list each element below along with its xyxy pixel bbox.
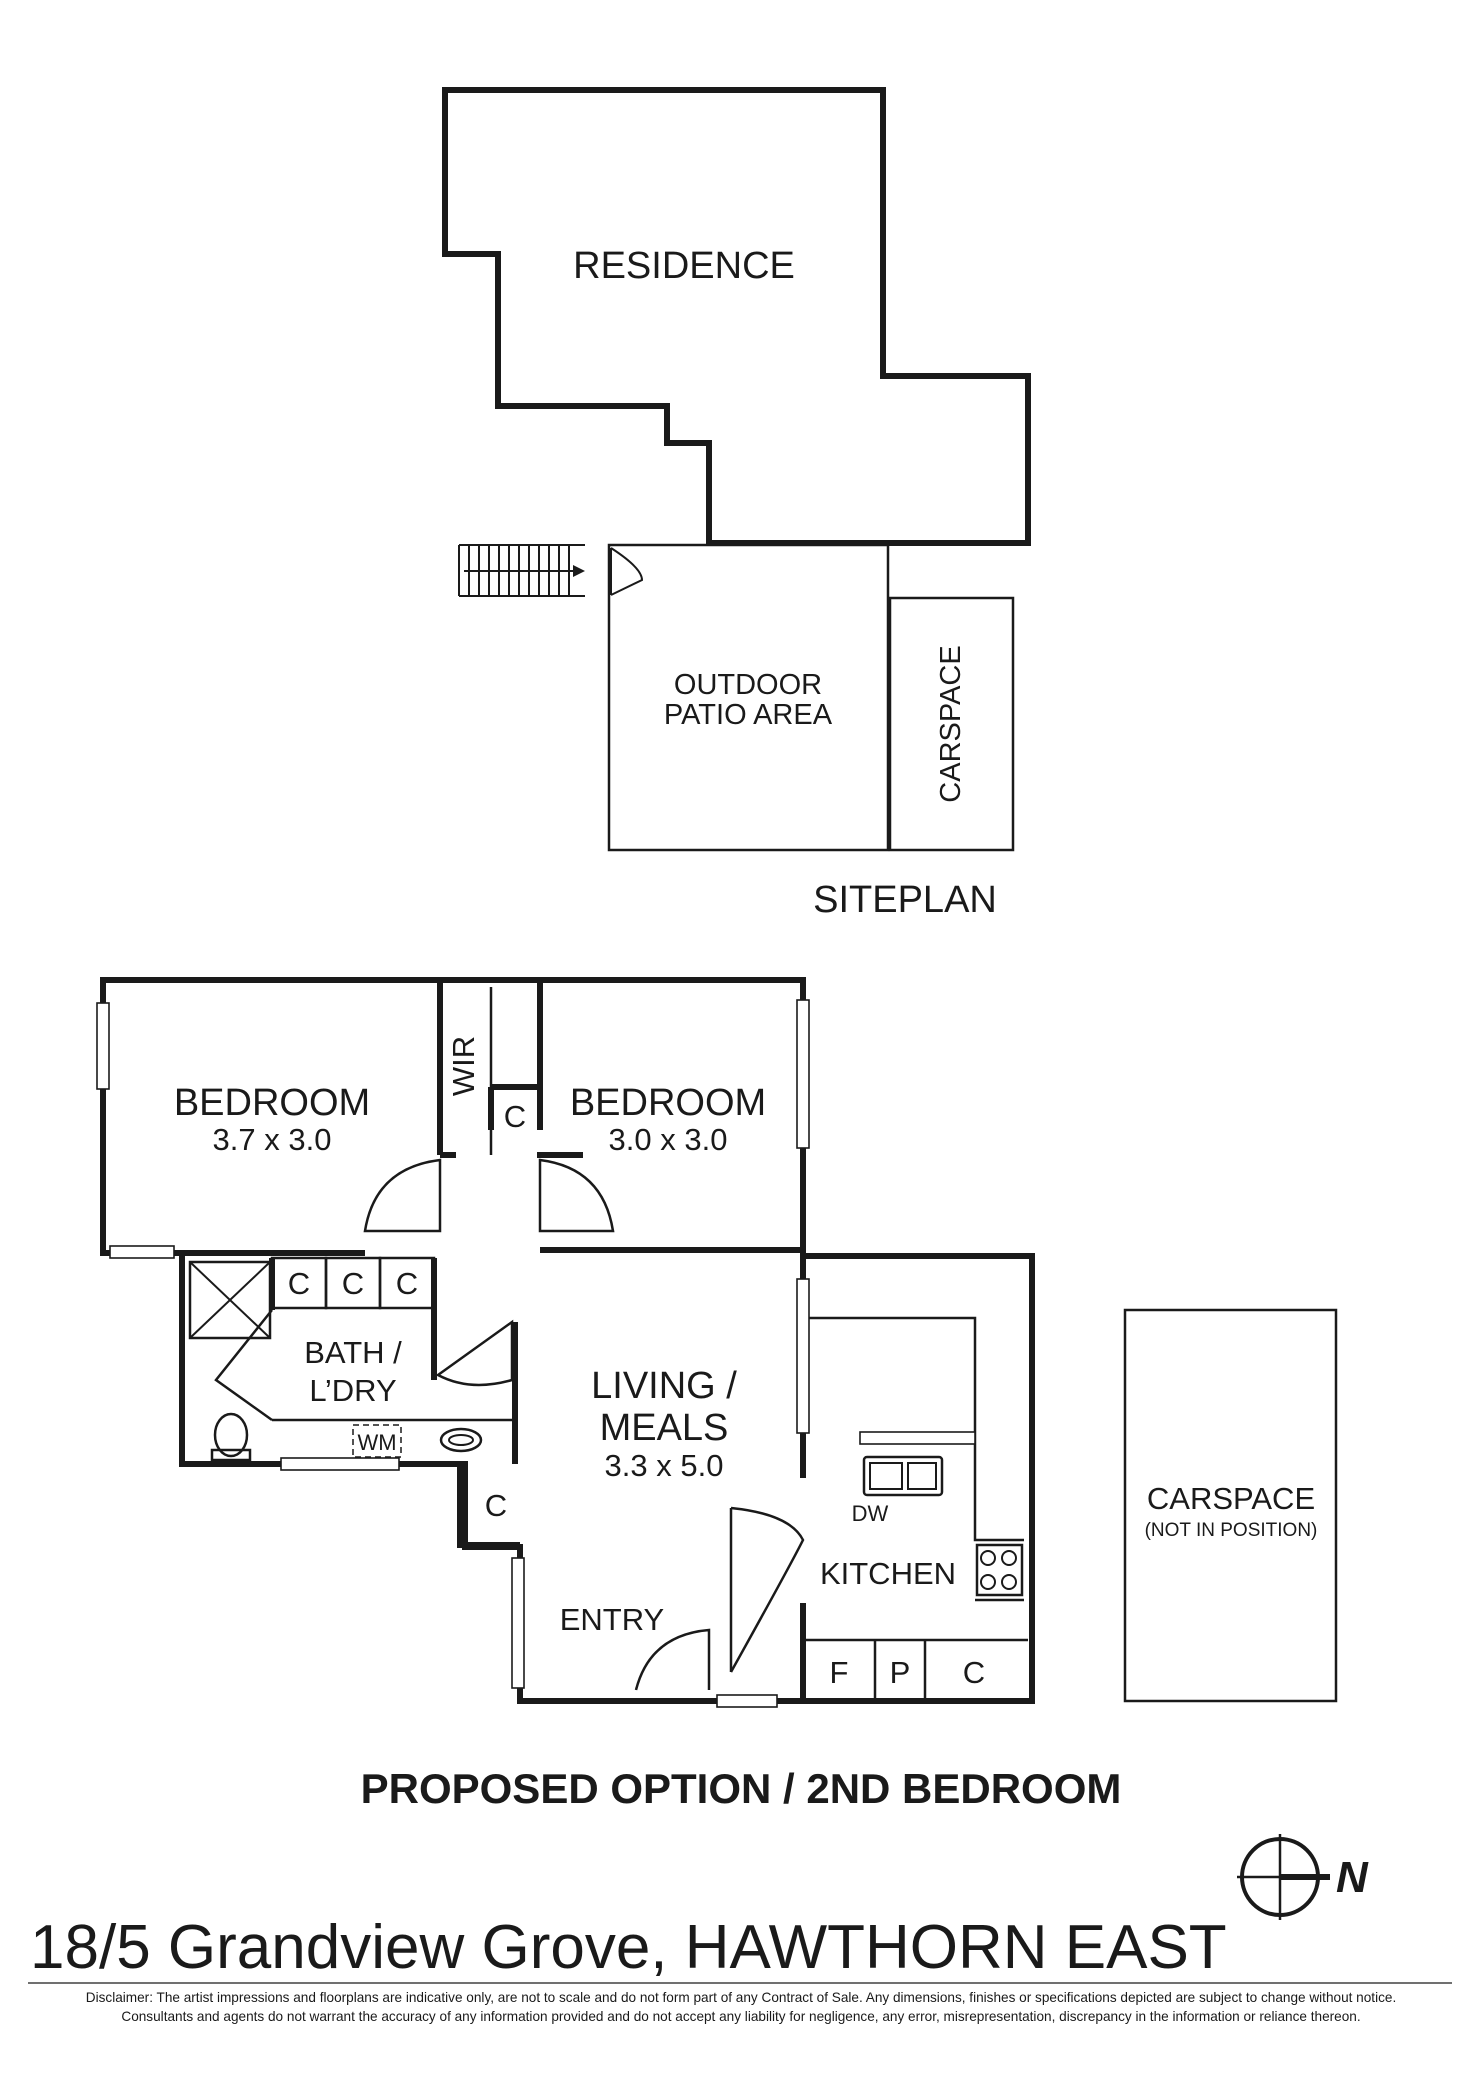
- living-label-line1: LIVING /: [591, 1365, 737, 1407]
- sink: [862, 1455, 944, 1497]
- window: [796, 999, 810, 1149]
- bedroom1-label: BEDROOM: [174, 1082, 370, 1124]
- pantry-label: P: [890, 1655, 911, 1690]
- living-size: 3.3 x 5.0: [605, 1448, 724, 1483]
- bedroom1-size: 3.7 x 3.0: [213, 1122, 332, 1157]
- window: [796, 1278, 810, 1434]
- residence-label: RESIDENCE: [573, 245, 795, 287]
- living-label-line2: MEALS: [600, 1407, 729, 1449]
- wir-label: WIR: [446, 1036, 481, 1096]
- kitchen-cupboard-label: C: [963, 1655, 985, 1690]
- dw-label: DW: [852, 1501, 889, 1526]
- window: [280, 1457, 400, 1471]
- toilet: [213, 1412, 249, 1458]
- site-carspace-label: CARSPACE: [935, 645, 967, 802]
- property-address: 18/5 Grandview Grove, HAWTHORN EAST: [30, 1913, 1227, 1982]
- bath-cupboard-label: C: [342, 1266, 364, 1301]
- siteplan-title: SITEPLAN: [813, 879, 997, 921]
- fridge-label: F: [830, 1655, 849, 1690]
- disclaimer-line2: Consultants and agents do not warrant th…: [121, 2009, 1360, 2024]
- stairs: [458, 544, 585, 597]
- hall-cupboard-label: C: [485, 1488, 507, 1523]
- site-carspace-outline: [888, 596, 1015, 852]
- cooktop: [975, 1543, 1024, 1597]
- window: [109, 1245, 175, 1259]
- patio-outline: [607, 543, 890, 852]
- residence-outline: [442, 87, 1031, 546]
- compass-label: N: [1336, 1853, 1369, 1902]
- disclaimer-line1: Disclaimer: The artist impressions and f…: [86, 1990, 1396, 2005]
- bath-label-line1: BATH /: [304, 1335, 402, 1370]
- patio-label-line1: OUTDOOR: [674, 669, 822, 701]
- kitchen-door-swing: [729, 1506, 805, 1673]
- bedroom2-label: BEDROOM: [570, 1082, 766, 1124]
- bath-door-swing: [435, 1319, 514, 1387]
- bath-cupboard-label: C: [288, 1266, 310, 1301]
- window: [859, 1431, 976, 1445]
- bath-cupboard-label: C: [396, 1266, 418, 1301]
- wir-cupboard-label: C: [504, 1099, 526, 1134]
- kitchen-label: KITCHEN: [820, 1556, 956, 1591]
- patio-label-line2: PATIO AREA: [664, 699, 833, 731]
- entry-door-swing: [634, 1628, 711, 1691]
- bedroom1-door-swing: [363, 1158, 442, 1233]
- bath-label-line2: L’DRY: [309, 1373, 396, 1408]
- bedroom2-size: 3.0 x 3.0: [609, 1122, 728, 1157]
- window: [716, 1694, 778, 1708]
- compass-icon: [1237, 1834, 1330, 1920]
- basin: [439, 1427, 483, 1453]
- window: [96, 1002, 110, 1090]
- carspace-note: (NOT IN POSITION): [1145, 1520, 1318, 1541]
- floor-plan: BEDROOM 3.7 x 3.0 WIR C BEDROOM 3.0 x 3.…: [96, 977, 1338, 1708]
- wm-label: WM: [357, 1430, 396, 1455]
- plan-heading: PROPOSED OPTION / 2ND BEDROOM: [361, 1765, 1122, 1812]
- carspace-outline: [1123, 1308, 1338, 1703]
- patio-door-swing: [610, 547, 644, 596]
- entry-label: ENTRY: [560, 1602, 665, 1637]
- bedroom2-door-swing: [538, 1158, 615, 1233]
- washing-machine: [352, 1424, 402, 1458]
- carspace-label: CARSPACE: [1147, 1481, 1315, 1516]
- window: [511, 1557, 525, 1689]
- siteplan: RESIDENCE OUTDOOR PATIO AREA CARSPACE SI…: [442, 87, 1031, 921]
